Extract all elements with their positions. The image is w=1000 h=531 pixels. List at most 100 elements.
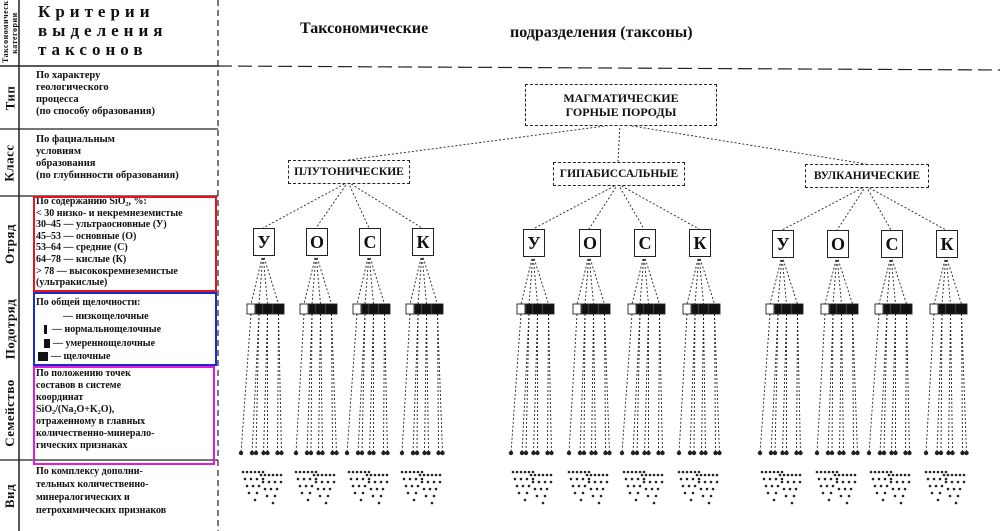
species-dot [302, 477, 306, 481]
subgroup-box [643, 303, 654, 315]
family-line [714, 313, 720, 454]
family-dot [549, 450, 554, 456]
species-dot [381, 487, 385, 491]
order-to-subgroup-line [576, 254, 590, 305]
species-dot [790, 473, 794, 477]
species-dot [531, 470, 535, 474]
subgroup-box [262, 303, 273, 315]
order-to-subgroup-line [532, 254, 538, 305]
species-dot [790, 501, 794, 505]
family-dot [950, 450, 955, 456]
species-dot [707, 501, 711, 505]
species-dot [515, 484, 519, 488]
family-line [320, 313, 323, 454]
species-dot [685, 477, 689, 481]
order-node-volcanic-s: С [881, 230, 903, 258]
species-dot [944, 480, 948, 484]
family-dot [717, 450, 722, 456]
order-to-subgroup-line [781, 255, 787, 305]
species-dot [531, 477, 535, 481]
species-dot [877, 477, 881, 481]
species-dot [877, 470, 881, 474]
species-dot [778, 473, 782, 477]
class-to-order-line [347, 181, 370, 229]
family-line [714, 313, 716, 454]
species-dot [932, 477, 936, 481]
subgroup-box [299, 303, 309, 315]
family-dot [607, 450, 612, 456]
species-dot [845, 473, 849, 477]
species-dot [241, 470, 245, 474]
species-dot [377, 501, 381, 505]
family-line [644, 313, 649, 454]
species-dot [764, 484, 768, 488]
order-to-subgroup-line [421, 253, 427, 305]
species-dot [634, 498, 638, 502]
subgroup-box [791, 303, 804, 315]
species-dot [430, 501, 434, 505]
family-dot [938, 450, 944, 456]
species-dot [954, 501, 958, 505]
family-line [703, 313, 706, 454]
subgroup-box [820, 303, 830, 315]
species-dot [772, 498, 776, 502]
species-dot [243, 477, 247, 481]
order-to-subgroup-line [824, 255, 838, 305]
order-to-subgroup-line [945, 255, 962, 305]
species-dot [422, 487, 426, 491]
subgroup-box [572, 303, 582, 315]
species-dot [634, 470, 638, 474]
species-dot [245, 470, 249, 474]
family-dot [825, 450, 831, 456]
species-dot [320, 480, 324, 484]
species-dot [310, 470, 314, 474]
species-dot [644, 487, 648, 491]
family-line [521, 313, 530, 454]
species-dot [924, 470, 928, 474]
species-dot [412, 498, 416, 502]
species-dot [377, 473, 381, 477]
subgroup-box [414, 303, 422, 315]
species-dot [583, 484, 587, 488]
species-dot [847, 494, 851, 498]
species-dot [585, 473, 589, 477]
species-dot [259, 473, 263, 477]
family-line [961, 313, 963, 454]
class-to-order-line [836, 185, 867, 231]
species-dot [416, 484, 420, 488]
species-dot [630, 477, 634, 481]
order-to-subgroup-line [520, 254, 534, 305]
family-line [277, 313, 279, 454]
species-dot [414, 477, 418, 481]
subgroup-box [765, 303, 775, 315]
class-to-order-line [588, 183, 619, 230]
species-dot [308, 477, 312, 481]
family-line [689, 313, 696, 454]
species-dot [357, 484, 361, 488]
species-dot [312, 473, 316, 477]
species-dot [379, 494, 383, 498]
order-to-subgroup-line [421, 253, 438, 305]
family-line [891, 313, 896, 454]
subgroup-box [325, 303, 338, 315]
species-dot [253, 470, 257, 474]
species-dot [369, 473, 373, 477]
species-dot [545, 487, 549, 491]
subgroup-box [255, 303, 263, 315]
species-dot [251, 484, 255, 488]
subgroup-box [315, 303, 326, 315]
order-to-subgroup-line [769, 255, 783, 305]
class-to-order-line [617, 183, 700, 230]
species-dot [827, 498, 831, 502]
family-dot [593, 450, 598, 456]
species-dot [948, 494, 952, 498]
subgroup-box [698, 303, 709, 315]
species-dot [709, 480, 713, 484]
family-dot [359, 450, 365, 456]
family-dot [253, 450, 259, 456]
species-dot [385, 473, 389, 477]
family-dot [646, 450, 651, 456]
species-dot [774, 477, 778, 481]
criteria-title: Критерии выделения таксонов [38, 2, 168, 59]
